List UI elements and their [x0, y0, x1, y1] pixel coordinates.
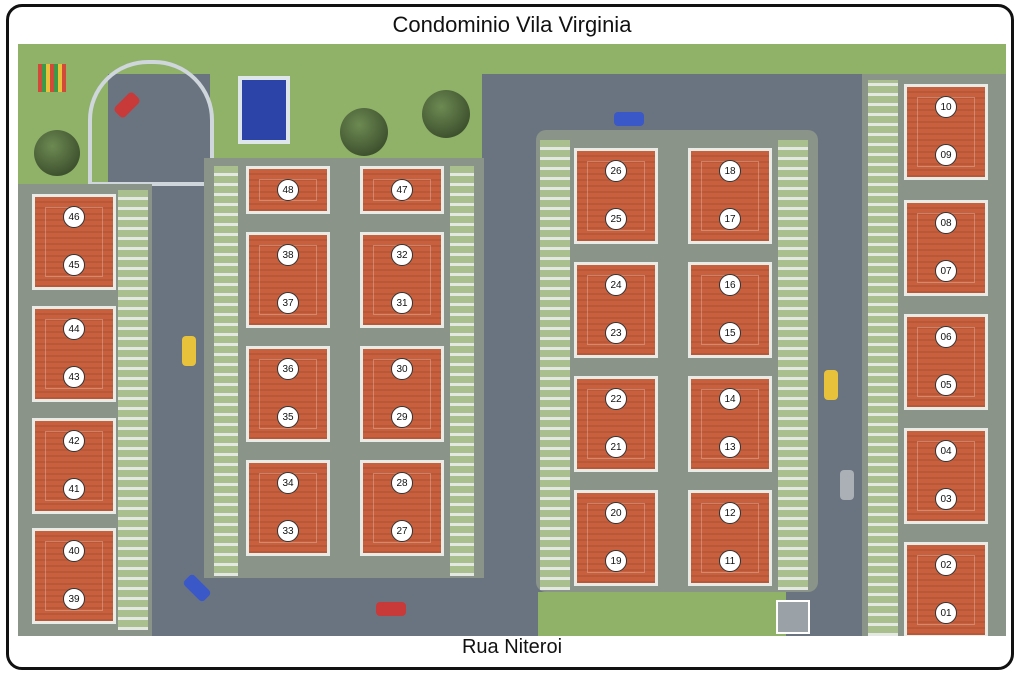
lot-number: 02: [935, 554, 957, 576]
car-icon: [376, 602, 406, 616]
car-icon: [824, 370, 838, 400]
lot-number: 15: [719, 322, 741, 344]
lot-number: 18: [719, 160, 741, 182]
lot-number: 03: [935, 488, 957, 510]
parking-strip: [868, 80, 898, 636]
car-icon: [614, 112, 644, 126]
lot-number: 45: [63, 254, 85, 276]
bottom-green: [538, 592, 786, 636]
lot-number: 01: [935, 602, 957, 624]
cul-de-sac-curb: [88, 60, 214, 186]
tree-icon: [34, 130, 80, 176]
lot-number: 07: [935, 260, 957, 282]
lot-number: 12: [719, 502, 741, 524]
parking-strip: [450, 166, 474, 576]
lot-number: 37: [277, 292, 299, 314]
house: [574, 490, 658, 586]
lot-number: 35: [277, 406, 299, 428]
lot-number: 29: [391, 406, 413, 428]
lot-number: 24: [605, 274, 627, 296]
lot-number: 36: [277, 358, 299, 380]
lot-number: 48: [277, 179, 299, 201]
house: [688, 490, 772, 586]
lot-number: 11: [719, 550, 741, 572]
car-icon: [840, 470, 854, 500]
playground-icon: [38, 64, 66, 92]
house: [688, 148, 772, 244]
lot-number: 10: [935, 96, 957, 118]
map-title: Condominio Vila Virginia: [392, 12, 632, 37]
lot-number: 23: [605, 322, 627, 344]
lot-number: 47: [391, 179, 413, 201]
lot-number: 22: [605, 388, 627, 410]
lot-number: 32: [391, 244, 413, 266]
lot-number: 27: [391, 520, 413, 542]
site-plan: 10 09 08 07 06 05 04 03 02 01 18 17 16 15 14 13 12 11 26 25…: [18, 44, 1006, 636]
lot-number: 34: [277, 472, 299, 494]
lot-number: 40: [63, 540, 85, 562]
lot-number: 08: [935, 212, 957, 234]
lot-number: 39: [63, 588, 85, 610]
lot-number: 05: [935, 374, 957, 396]
lot-number: 06: [935, 326, 957, 348]
pool: [238, 76, 290, 144]
lot-number: 13: [719, 436, 741, 458]
lot-number: 21: [605, 436, 627, 458]
parking-strip: [540, 140, 570, 590]
lot-number: 42: [63, 430, 85, 452]
lot-number: 31: [391, 292, 413, 314]
gatehouse: [776, 600, 810, 634]
street-name: Rua Niteroi: [461, 636, 563, 658]
lot-number: 33: [277, 520, 299, 542]
lot-number: 19: [605, 550, 627, 572]
lot-number: 16: [719, 274, 741, 296]
lot-number: 04: [935, 440, 957, 462]
parking-strip: [118, 190, 148, 630]
lot-number: 17: [719, 208, 741, 230]
car-icon: [182, 336, 196, 366]
lot-number: 20: [605, 502, 627, 524]
lot-number: 25: [605, 208, 627, 230]
lot-number: 41: [63, 478, 85, 500]
lot-number: 44: [63, 318, 85, 340]
lot-number: 38: [277, 244, 299, 266]
lot-number: 30: [391, 358, 413, 380]
lot-number: 14: [719, 388, 741, 410]
parking-strip: [778, 140, 808, 590]
lot-number: 28: [391, 472, 413, 494]
lot-number: 09: [935, 144, 957, 166]
tree-icon: [340, 108, 388, 156]
house: [360, 166, 444, 214]
lot-number: 26: [605, 160, 627, 182]
lot-number: 46: [63, 206, 85, 228]
tree-icon: [422, 90, 470, 138]
parking-strip: [214, 166, 238, 576]
lot-number: 43: [63, 366, 85, 388]
